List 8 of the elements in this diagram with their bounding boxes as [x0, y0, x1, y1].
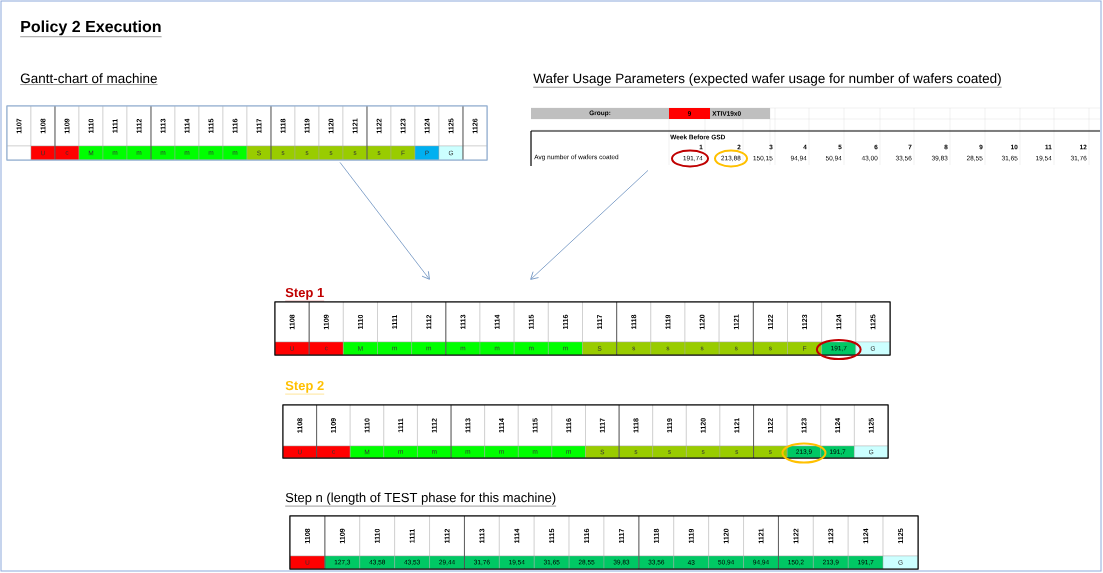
table-heading: Step 1	[285, 287, 325, 302]
table-heading: Wafer Usage Parameters (expected wafer usage for number of wafers coated)	[533, 73, 1002, 88]
arrow	[530, 169, 649, 280]
page-title: Policy 2 Execution	[20, 20, 162, 37]
table-heading: Step n (length of TEST phase for this machine)	[285, 492, 557, 507]
arrow	[339, 161, 430, 280]
table-heading: Step 2	[285, 380, 325, 395]
table-heading: Gantt-chart of machine	[20, 73, 158, 85]
